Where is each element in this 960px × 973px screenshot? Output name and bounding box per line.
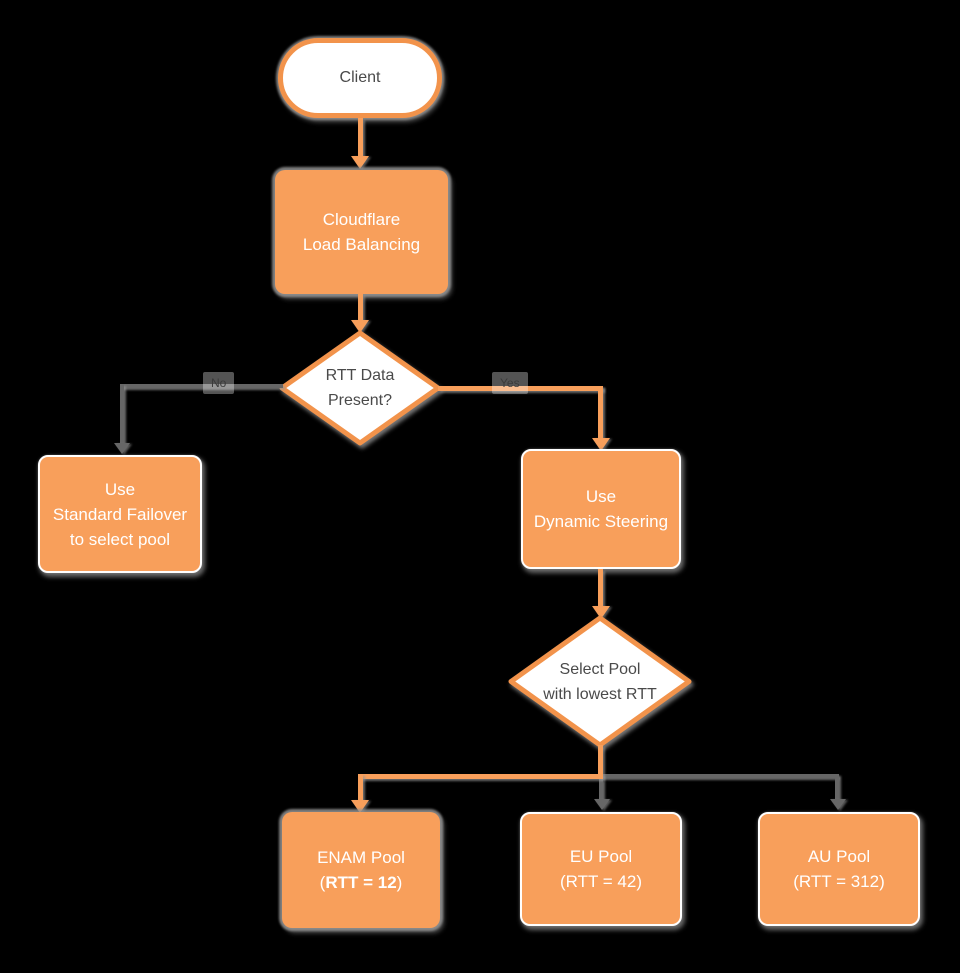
rtt-decision-line1: RTT Data xyxy=(325,367,395,384)
au-pool-line2: (RTT = 312) xyxy=(793,872,885,891)
connector-yes-branch-vertical xyxy=(598,386,603,441)
diamond-shape-icon xyxy=(279,330,441,446)
dynamic-steering-node: Use Dynamic Steering xyxy=(521,449,681,569)
select-pool-line2: with lowest RTT xyxy=(543,685,657,703)
arrowhead-no-branch-icon xyxy=(114,443,130,454)
arrowhead-yes-branch-icon xyxy=(592,438,610,451)
arrowhead-to-au-icon xyxy=(830,799,846,810)
enam-pool-line2: (RTT = 12) xyxy=(319,873,403,892)
arrowhead-to-eu-icon xyxy=(594,799,610,810)
enam-pool-node: ENAM Pool (RTT = 12) xyxy=(282,812,440,928)
eu-pool-line2: (RTT = 42) xyxy=(559,872,643,891)
edge-label-no: No xyxy=(203,372,235,394)
edge-label-yes: Yes xyxy=(492,372,528,394)
failover-line3: to select pool xyxy=(69,529,171,549)
enam-rtt-bold: RTT = 12 xyxy=(325,873,397,892)
client-node: Client xyxy=(278,38,442,118)
arrowhead-client-to-lb-icon xyxy=(351,156,369,169)
arrowhead-to-enam-icon xyxy=(351,800,369,813)
au-pool-line1: AU Pool xyxy=(807,847,871,866)
eu-pool-line1: EU Pool xyxy=(569,847,633,866)
failover-line2: Standard Failover xyxy=(52,504,188,524)
connector-yes-branch-horizontal xyxy=(438,386,603,391)
connector-client-to-lb xyxy=(358,118,363,160)
connector-no-branch-horizontal xyxy=(120,384,283,388)
arrowhead-steering-to-select-pool-icon xyxy=(592,606,610,619)
connector-to-au-horizontal xyxy=(601,774,837,778)
eu-pool-node: EU Pool (RTT = 42) xyxy=(520,812,682,926)
connector-steering-to-select-pool xyxy=(598,569,603,609)
dynamic-steering-line1: Use xyxy=(585,487,617,506)
select-pool-line1: Select Pool xyxy=(559,660,641,678)
failover-line1: Use xyxy=(104,479,136,499)
cloudflare-load-balancing-node: Cloudflare Load Balancing xyxy=(275,170,448,294)
connector-select-pool-down xyxy=(598,745,603,778)
select-pool-text: Select Pool with lowest RTT xyxy=(511,628,689,735)
lb-line2: Load Balancing xyxy=(302,235,421,254)
rtt-decision-line2: Present? xyxy=(327,392,393,409)
connector-to-eu-vertical xyxy=(599,779,603,801)
dynamic-steering-line2: Dynamic Steering xyxy=(533,512,669,531)
lb-line1: Cloudflare xyxy=(322,210,401,229)
connector-lb-to-rtt-decision xyxy=(358,294,363,324)
standard-failover-node: Use Standard Failover to select pool xyxy=(38,455,202,573)
enam-pool-line1: ENAM Pool xyxy=(317,848,405,867)
client-label: Client xyxy=(339,69,381,86)
arrowhead-lb-to-rtt-decision-icon xyxy=(351,320,369,333)
connector-to-enam-vertical xyxy=(358,774,363,802)
connector-to-au-vertical xyxy=(835,774,839,801)
connector-to-enam-horizontal xyxy=(358,774,603,779)
rtt-decision-diamond xyxy=(272,323,448,453)
connector-no-branch-vertical xyxy=(120,384,124,446)
rtt-decision-text: RTT Data Present? xyxy=(282,338,438,438)
au-pool-node: AU Pool (RTT = 312) xyxy=(758,812,920,926)
